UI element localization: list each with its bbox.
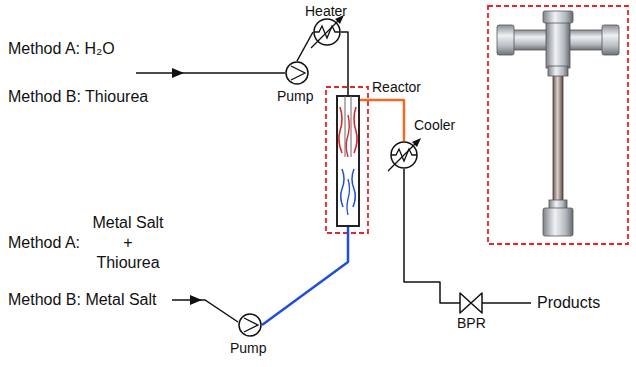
- cooler-symbol-outline: [390, 141, 418, 169]
- flow-arrowhead: [190, 295, 202, 305]
- highlight-box: [488, 6, 628, 244]
- fitting-nut: [497, 25, 514, 55]
- component-label: Cooler: [414, 117, 455, 133]
- stream-label: Thiourea: [96, 254, 159, 272]
- reactor-vessel-outline: [336, 95, 360, 227]
- heater-symbol: Heater: [313, 18, 341, 46]
- stream-label: Method B: Thiourea: [8, 88, 148, 106]
- stream-label: +: [123, 234, 132, 252]
- highlight-box: [326, 87, 368, 233]
- feed-line: [172, 300, 238, 322]
- flow-line: [404, 169, 460, 303]
- flow-line: [262, 227, 348, 325]
- reactor-vessel: Reactor: [336, 95, 360, 227]
- flow-line: [360, 100, 404, 141]
- feed-line: [136, 72, 285, 74]
- stream-label: Method B: Metal Salt: [8, 291, 157, 309]
- pump-symbol-outline: [238, 313, 262, 337]
- bpr-valve-outline: [460, 293, 482, 313]
- flow-arrowhead: [172, 68, 184, 78]
- stream-label: Method A:: [8, 234, 80, 252]
- reactor-illustration: [497, 11, 619, 236]
- fitting-nut: [543, 11, 573, 23]
- cooler-symbol: Cooler: [390, 141, 418, 169]
- stream-label: Products: [537, 294, 600, 312]
- stream-label: Method A: H₂O: [8, 40, 115, 58]
- pump-symbol: Pump: [238, 313, 262, 337]
- component-label: Reactor: [372, 79, 421, 95]
- flow-line: [297, 32, 313, 61]
- component-label: Heater: [305, 3, 347, 19]
- pump-symbol: Pump: [285, 61, 309, 85]
- component-label: Pump: [277, 88, 314, 104]
- fitting-nut: [602, 25, 619, 55]
- product-line: [482, 302, 531, 304]
- fitting-nut: [543, 208, 573, 236]
- component-label: BPR: [457, 315, 486, 331]
- heater-symbol-outline: [313, 18, 341, 46]
- stream-label: Metal Salt: [92, 214, 163, 232]
- cross-body: [546, 16, 570, 68]
- pump-symbol-outline: [285, 61, 309, 85]
- component-label: Pump: [230, 340, 267, 356]
- bpr-valve: BPR: [460, 293, 482, 313]
- reactor-tube: [553, 66, 563, 210]
- flow-line: [341, 32, 348, 95]
- fitting-nut: [548, 66, 568, 76]
